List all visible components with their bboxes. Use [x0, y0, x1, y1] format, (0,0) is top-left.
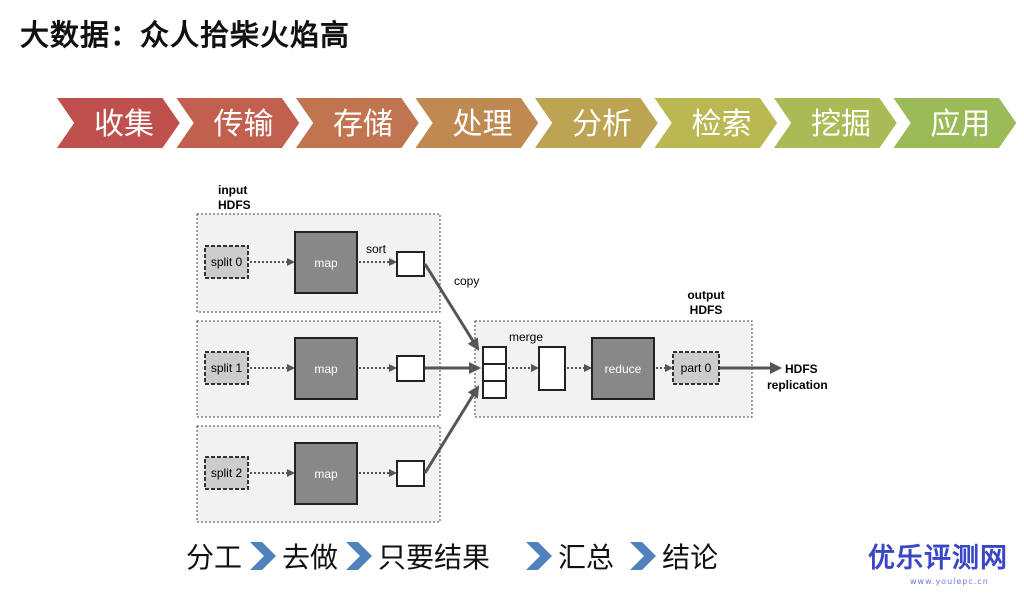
- step-label: 应用: [931, 108, 991, 141]
- page-title: 大数据：众人拾柴火焰高: [20, 18, 351, 52]
- sort-label: sort: [366, 242, 387, 256]
- part-label: part 0: [681, 361, 712, 375]
- reduce-label: reduce: [605, 362, 642, 376]
- watermark-logo: 优乐评测网 www.youlepc.cn: [868, 544, 1018, 590]
- split-label: split 1: [211, 361, 243, 375]
- logo-text: 优乐评测网: [868, 543, 1008, 574]
- summary-flow: 分工 去做 只要结果 汇总 结论: [186, 536, 718, 576]
- step-0: 收集: [53, 96, 183, 150]
- step-label: 分析: [572, 108, 632, 141]
- step-6: 挖掘: [770, 96, 900, 150]
- chevron-shape: [53, 96, 183, 150]
- input-label: input: [218, 183, 247, 197]
- map-task-1: split 1 map: [196, 320, 441, 418]
- flow-item: 汇总: [558, 541, 615, 574]
- step-7: 应用: [889, 96, 1019, 150]
- chevron-right-icon: [246, 540, 278, 572]
- output-hdfs-label: HDFS: [690, 303, 723, 317]
- step-label: 处理: [453, 108, 513, 141]
- step-3: 处理: [411, 96, 541, 150]
- replication-label: replication: [767, 378, 828, 392]
- chevron-shape: [889, 96, 1019, 150]
- chevron-shape: [770, 96, 900, 150]
- step-label: 存储: [333, 108, 393, 141]
- chevron-shape: [650, 96, 780, 150]
- logo-subtext: www.youlepc.cn: [910, 577, 989, 586]
- flow-item: 去做: [282, 541, 339, 574]
- split-label: split 0: [211, 255, 243, 269]
- chevron-right-icon: [342, 540, 374, 572]
- chevron-shape: [172, 96, 302, 150]
- step-5: 检索: [650, 96, 780, 150]
- step-label: 收集: [94, 108, 154, 141]
- chevron-right-icon: [522, 540, 554, 572]
- map-label: map: [314, 467, 338, 481]
- chevron-right-icon: [626, 540, 658, 572]
- merge-label: merge: [509, 330, 543, 344]
- split-label: split 2: [211, 466, 243, 480]
- step-1: 传输: [172, 96, 302, 150]
- step-label: 挖掘: [811, 108, 871, 141]
- map-label: map: [314, 362, 338, 376]
- chevron-shape: [531, 96, 661, 150]
- step-4: 分析: [531, 96, 661, 150]
- chevron-shape: [292, 96, 422, 150]
- process-chevrons: 收集 传输 存储 处理 分析 检索 挖掘 应用: [53, 96, 1019, 150]
- flow-item: 结论: [662, 541, 719, 574]
- copy-arrows: [423, 263, 782, 474]
- map-task-2: split 2 map: [196, 425, 441, 523]
- reduce-task: merge reduce part 0: [474, 320, 753, 418]
- flow-item: 只要结果: [378, 541, 491, 574]
- step-label: 检索: [692, 108, 752, 141]
- map-label: map: [314, 256, 338, 270]
- copy-label: copy: [454, 274, 479, 288]
- map-task-0: split 0 map sort: [196, 213, 441, 313]
- chevron-shape: [411, 96, 541, 150]
- output-label: output: [687, 288, 724, 302]
- replication-hdfs-label: HDFS: [785, 362, 818, 376]
- step-label: 传输: [214, 108, 274, 141]
- flow-item: 分工: [186, 541, 243, 574]
- step-2: 存储: [292, 96, 422, 150]
- input-hdfs-label: HDFS: [218, 198, 251, 212]
